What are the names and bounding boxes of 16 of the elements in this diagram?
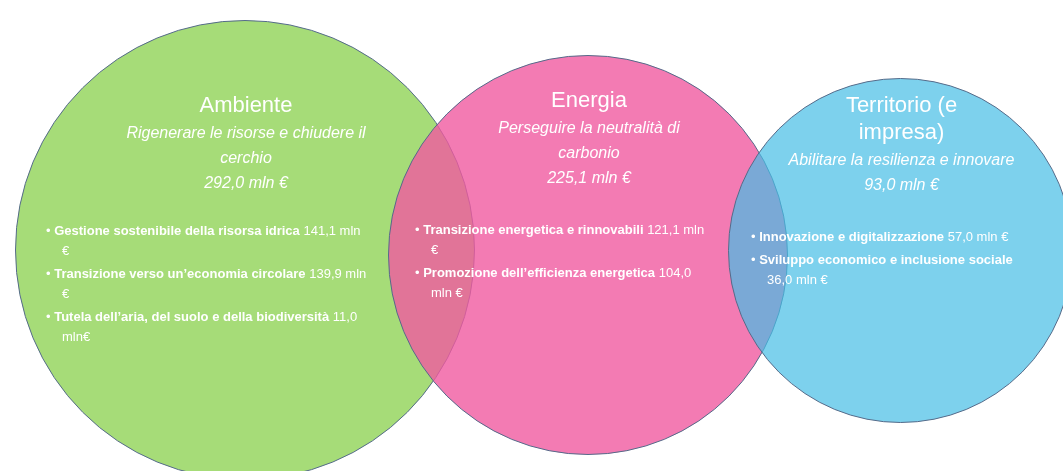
circle-heading: Energia xyxy=(550,86,628,113)
circle-subtitle: Rigenerare le risorse e chiudere il cerchio xyxy=(125,123,367,168)
circle-subtitle: Perseguire la neutralità di carbonio xyxy=(497,118,681,163)
budget-amount: 292,0 mln € xyxy=(203,173,290,193)
bullet-item: • Innovazione e digitalizzazione 57,0 mln € xyxy=(751,228,1010,246)
budget-amount: 93,0 mln € xyxy=(863,175,941,195)
bullet-item: • Transizione verso un’economia circolare 139,9 mln € xyxy=(46,265,368,303)
bullet-item: • Sviluppo economico e inclusione sociale 36,0 mln € xyxy=(751,251,1014,289)
circle-heading: Territorio (e impresa) xyxy=(844,91,959,145)
bullet-item: • Tutela dell’aria, del suolo e della biodiversità 11,0 mln€ xyxy=(46,308,359,346)
bullet-item: • Promozione dell’efficienza energetica 104,0 mln € xyxy=(415,264,693,302)
bullet-item: • Gestione sostenibile della risorsa idrica 141,1 mln € xyxy=(46,222,362,260)
bullet-item: • Transizione energetica e rinnovabili 121,1 mln € xyxy=(415,221,705,259)
circle-subtitle: Abilitare la resilienza e innovare xyxy=(787,150,1016,170)
circle-heading: Ambiente xyxy=(198,91,294,118)
budget-amount: 225,1 mln € xyxy=(546,168,633,188)
